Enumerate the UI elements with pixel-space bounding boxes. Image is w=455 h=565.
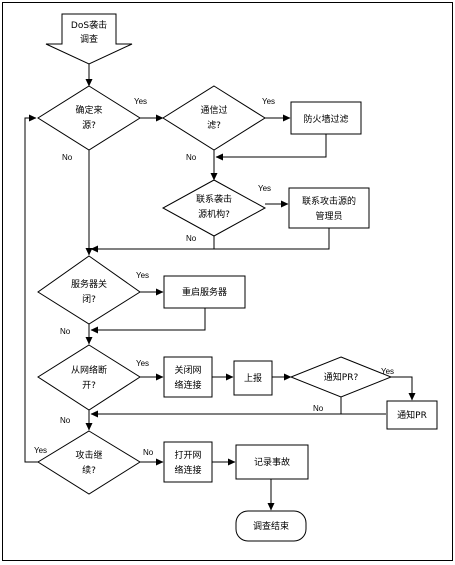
decision-notify-pr-text: 通知PR? <box>324 371 359 383</box>
process-open-network: 打开网 络连接 <box>163 441 213 483</box>
label-no-filter: No <box>186 153 197 162</box>
decision-disconnect-network-text-2: 开? <box>82 380 96 391</box>
decision-traffic-filter-text-2: 滤? <box>207 119 221 131</box>
decision-contact-source-org: 联系袭击 源机构? <box>161 179 267 237</box>
decision-traffic-filter: 通信过 滤? <box>162 85 266 151</box>
label-no-notify: No <box>313 404 324 413</box>
process-open-network-text-2: 络连接 <box>174 464 201 476</box>
process-restart-server-text: 重启服务器 <box>182 286 227 298</box>
process-contact-source-admin-text-1: 联系攻击源的 <box>302 195 356 207</box>
decision-disconnect-network: 从网络断 开? <box>37 344 141 411</box>
decision-attack-continues-text-2: 续? <box>82 464 96 476</box>
end-node: 调查结束 <box>235 510 307 542</box>
decision-server-shutdown-text-1: 服务器关 <box>71 278 107 290</box>
label-yes-server: Yes <box>136 271 149 280</box>
process-report: 上报 <box>233 360 273 396</box>
process-record-incident-text: 记录事故 <box>254 456 290 468</box>
label-yes-filter: Yes <box>262 97 275 106</box>
label-yes-source: Yes <box>134 97 147 106</box>
connectors <box>24 64 416 511</box>
process-notify-pr: 通知PR <box>386 400 438 430</box>
decision-attack-continues-text-1: 攻击继 <box>75 449 102 461</box>
decision-server-shutdown: 服务器关 闭? <box>37 255 141 325</box>
process-record-incident: 记录事故 <box>235 444 309 480</box>
decision-contact-source-org-text-2: 源机构? <box>198 208 230 220</box>
label-no-continue: No <box>143 448 154 457</box>
process-contact-source-admin: 联系攻击源的 管理员 <box>288 187 370 229</box>
process-restart-server: 重启服务器 <box>163 275 246 309</box>
process-notify-pr-text: 通知PR <box>397 409 427 421</box>
decision-contact-source-org-text-1: 联系袭击 <box>196 193 232 205</box>
process-firewall-filter-text: 防火墙过滤 <box>303 113 348 125</box>
label-yes-notify: Yes <box>381 367 394 376</box>
process-firewall-filter: 防火墙过滤 <box>290 101 362 135</box>
label-no-contact: No <box>186 234 197 243</box>
end-node-text: 调查结束 <box>253 520 289 532</box>
decision-determine-source: 确定来 源? <box>37 85 141 151</box>
decision-server-shutdown-text-2: 闭? <box>82 293 96 305</box>
process-contact-source-admin-text-2: 管理员 <box>315 210 342 222</box>
label-no-source: No <box>62 153 73 162</box>
process-close-network: 关闭网 络连接 <box>163 356 213 398</box>
decision-disconnect-network-text-1: 从网络断 <box>71 364 107 376</box>
label-yes-disconnect: Yes <box>136 359 149 368</box>
edge-labels: Yes No Yes No Yes No Yes No Yes No Yes N… <box>34 97 394 457</box>
decision-determine-source-text-2: 源? <box>82 120 96 131</box>
decision-traffic-filter-text-1: 通信过 <box>200 104 227 116</box>
start-text-2: 调查 <box>80 33 98 45</box>
process-close-network-text-1: 关闭网 <box>174 364 201 376</box>
decision-notify-pr: 通知PR? <box>289 356 393 398</box>
process-close-network-text-2: 络连接 <box>174 379 201 391</box>
decision-determine-source-text-1: 确定来 <box>75 104 102 116</box>
process-report-text: 上报 <box>244 372 262 384</box>
label-no-disconnect: No <box>60 416 71 425</box>
label-yes-continue: Yes <box>34 446 47 455</box>
label-no-server: No <box>60 327 71 336</box>
start-node: DoS袭击 调查 <box>45 13 133 65</box>
label-yes-contact: Yes <box>258 184 271 193</box>
process-open-network-text-1: 打开网 <box>174 449 201 461</box>
start-text-1: DoS袭击 <box>71 19 107 31</box>
decision-attack-continues: 攻击继 续? <box>37 430 141 495</box>
